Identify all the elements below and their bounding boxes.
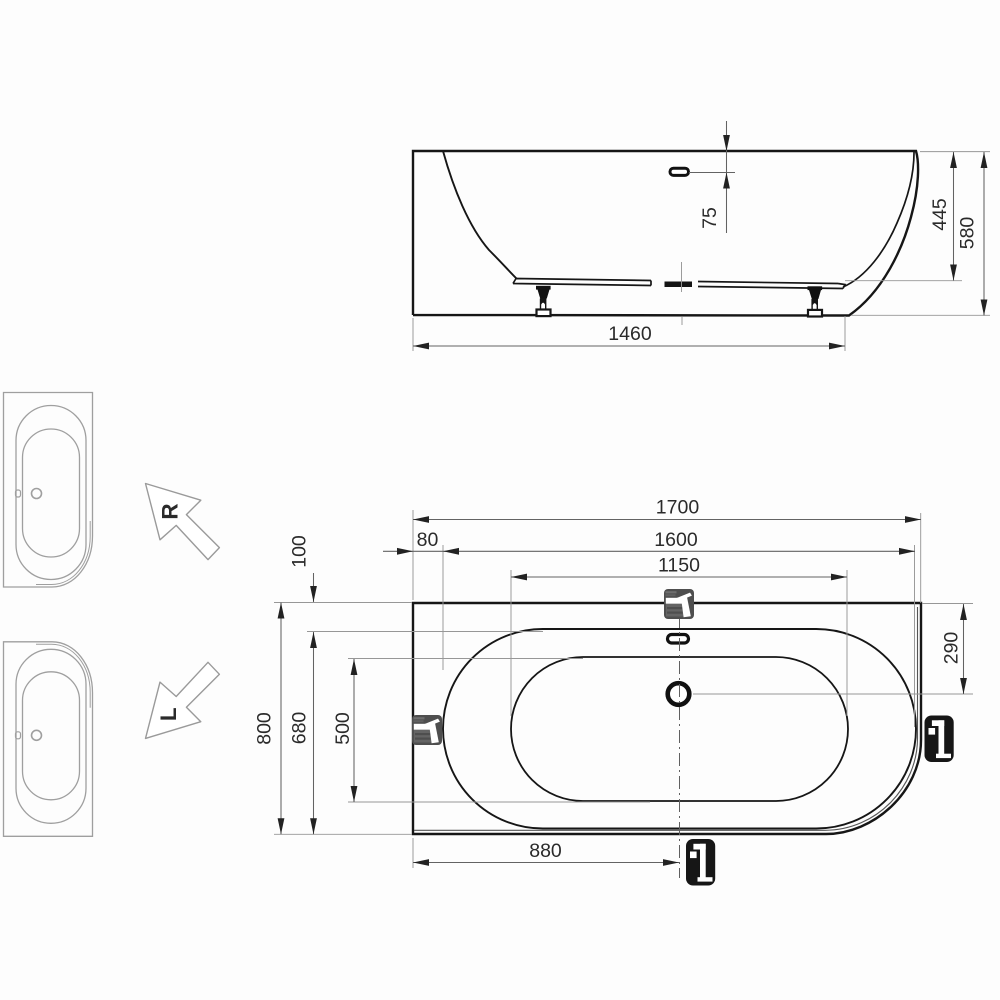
svg-text:580: 580 [957, 217, 979, 250]
svg-text:1150: 1150 [658, 555, 700, 577]
svg-text:75: 75 [699, 207, 721, 229]
svg-text:1700: 1700 [656, 497, 700, 519]
svg-text:1460: 1460 [608, 323, 652, 345]
svg-text:80: 80 [417, 529, 439, 551]
svg-text:290: 290 [941, 632, 963, 665]
svg-text:500: 500 [332, 712, 354, 745]
svg-text:880: 880 [529, 840, 562, 862]
svg-text:680: 680 [289, 712, 311, 745]
svg-text:800: 800 [254, 712, 276, 745]
svg-text:100: 100 [289, 535, 311, 568]
svg-text:L: L [156, 707, 181, 721]
svg-text:1600: 1600 [654, 529, 698, 551]
svg-text:R: R [158, 503, 183, 519]
svg-text:445: 445 [929, 198, 951, 231]
